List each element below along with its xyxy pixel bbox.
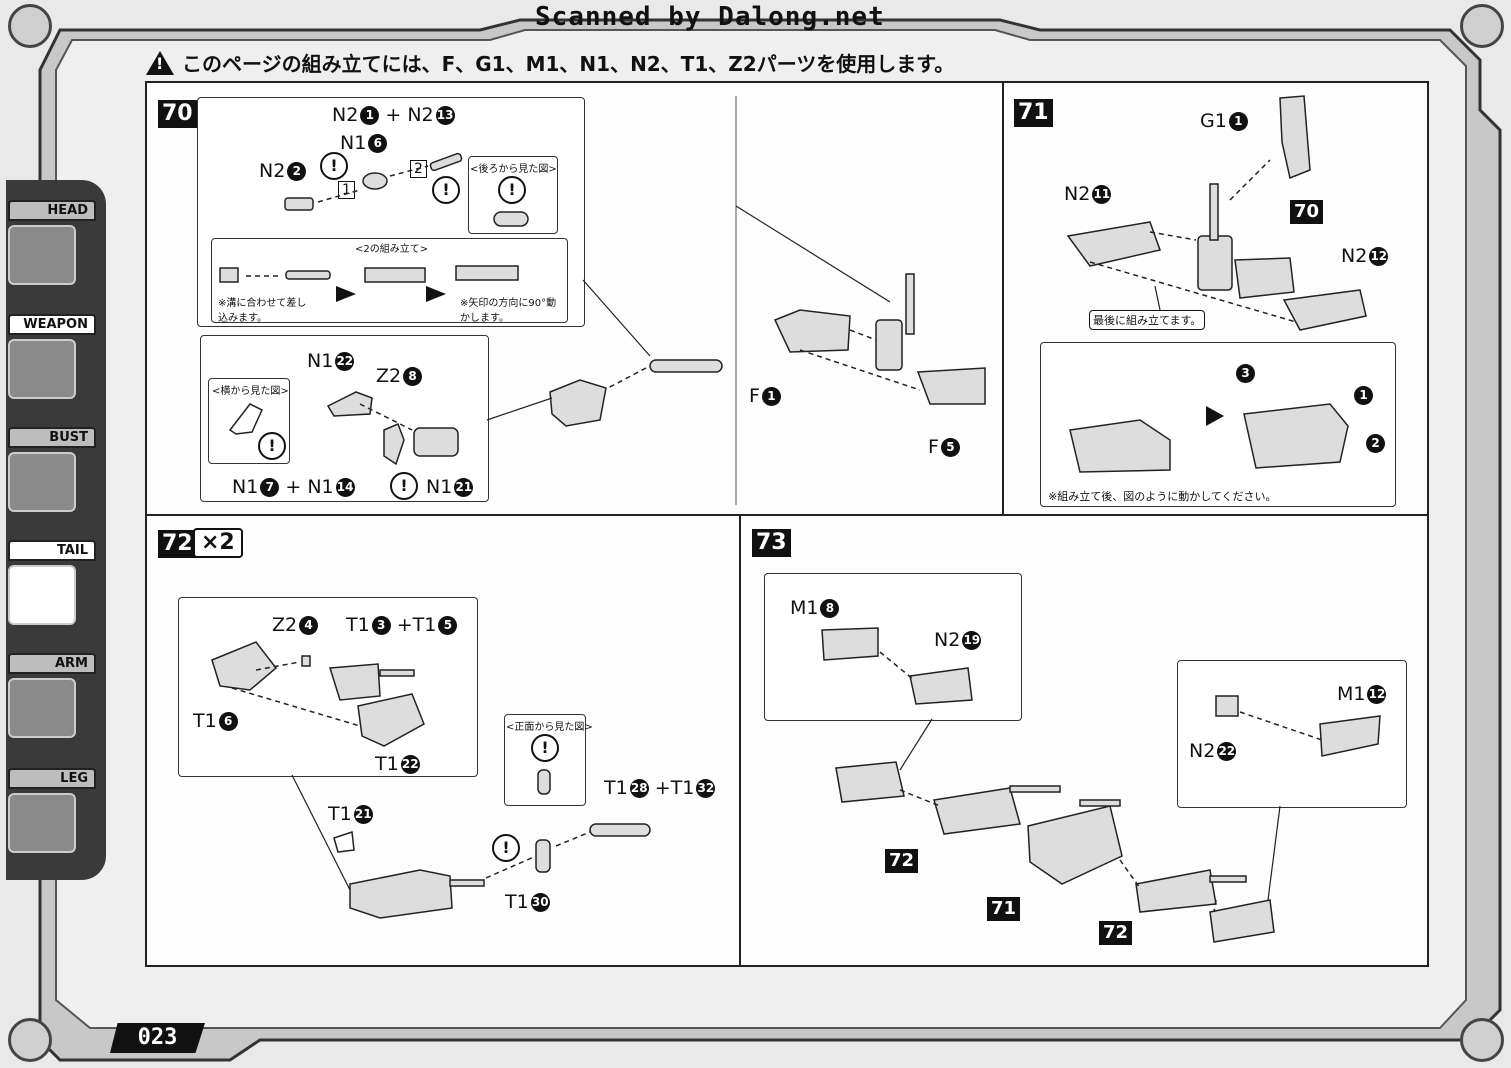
caution-icon: ! [320, 152, 348, 180]
side-view-label: <横から見た図> [212, 386, 289, 397]
corner-bolt-icon [1460, 4, 1504, 48]
corner-bolt-icon [1460, 1018, 1504, 1062]
ref-step-72: 72 [885, 849, 919, 873]
step-73-subassembly-box [764, 573, 1022, 721]
groove-note: ※溝に合わせて差し込みます。 [218, 298, 307, 324]
quantity-badge: ×2 [193, 528, 243, 558]
step-73-number: 73 [752, 529, 791, 557]
rear-view-label: <後ろから見た図> [470, 164, 557, 175]
callout-lines [291, 205, 1281, 901]
sidebar-item-label: LEG [8, 768, 96, 789]
caution-icon: ! [531, 734, 559, 762]
direction-arrow-icon [336, 286, 1224, 426]
movement-note: ※組み立て後、図のように動かしてください。 [1048, 490, 1277, 503]
bust-icon [8, 452, 76, 512]
sidebar-item-tail[interactable]: TAIL [8, 540, 96, 625]
caution-icon: ! [492, 834, 520, 862]
tail-icon [8, 565, 76, 625]
leg-icon [8, 793, 76, 853]
sidebar-item-label: WEAPON [8, 314, 96, 335]
scan-credit: Scanned by Dalong.net [535, 2, 885, 32]
caution-icon: ! [432, 176, 460, 204]
movement-step: 1 [1352, 384, 1373, 406]
ref-step-71: 71 [987, 897, 1021, 921]
caution-icon: ! [258, 432, 286, 460]
movement-step: 3 [1234, 362, 1255, 384]
ref-step-70: 70 [1290, 200, 1324, 224]
front-view-label: <正面から見た図> [506, 722, 593, 733]
assembly-guide-lines [231, 159, 1323, 913]
parts-notice-text: このページの組み立てには、F、G1、M1、N1、N2、T1、Z2パーツを使用しま… [182, 52, 955, 76]
sidebar-item-head[interactable]: HEAD [8, 200, 96, 285]
movement-step: 2 [1364, 432, 1385, 454]
page-number: 023 [110, 1023, 205, 1053]
assembly-detail-title: <2の組み立て> [355, 244, 429, 255]
sidebar-item-label: BUST [8, 427, 96, 448]
corner-bolt-icon [8, 4, 52, 48]
section-sidebar [6, 180, 106, 880]
warning-icon [146, 50, 174, 75]
head-icon [8, 225, 76, 285]
weapon-icon [8, 339, 76, 399]
part-drawing [211, 95, 1381, 943]
sidebar-item-arm[interactable]: ARM [8, 653, 96, 738]
parts-notice: このページの組み立てには、F、G1、M1、N1、N2、T1、Z2パーツを使用しま… [146, 48, 954, 77]
corner-bolt-icon [8, 1018, 52, 1062]
sidebar-item-label: TAIL [8, 540, 96, 561]
caution-icon: ! [498, 176, 526, 204]
step-72-number: 72 [158, 530, 197, 558]
order-tag: 1 [338, 181, 355, 199]
arm-icon [8, 678, 76, 738]
sidebar-item-label: ARM [8, 653, 96, 674]
step-71-number: 71 [1014, 99, 1053, 127]
last-note: 最後に組み立てます。 [1089, 310, 1206, 330]
sidebar-item-weapon[interactable]: WEAPON [8, 314, 96, 399]
ref-step-72: 72 [1099, 921, 1133, 945]
sidebar-item-leg[interactable]: LEG [8, 768, 96, 853]
sidebar-item-bust[interactable]: BUST [8, 427, 96, 512]
rotate-note: ※矢印の方向に90°動かします。 [460, 298, 557, 324]
sidebar-item-label: HEAD [8, 200, 96, 221]
caution-icon: ! [390, 472, 418, 500]
step-70-number: 70 [158, 100, 197, 128]
